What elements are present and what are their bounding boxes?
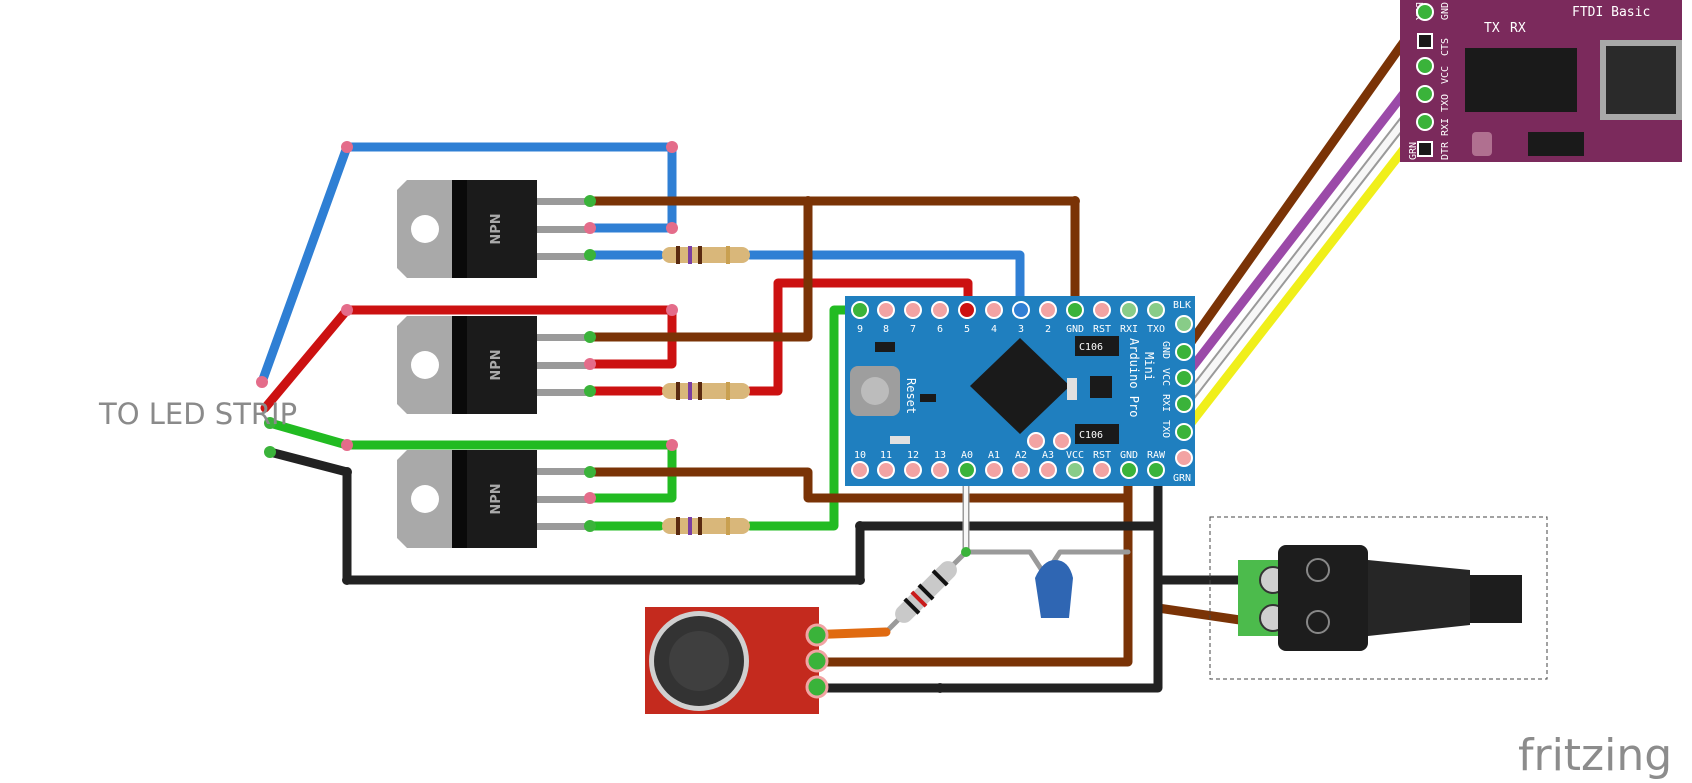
capacitor	[1035, 560, 1073, 618]
side-label-grn: GRN	[1173, 473, 1191, 484]
dc-power-jack	[1209, 516, 1548, 680]
ftdi-pin-grn: GRN	[1408, 142, 1419, 160]
ftdi-title: FTDI Basic	[1572, 5, 1650, 20]
transistor-1: NPN	[397, 180, 587, 278]
wire-brown-mid	[585, 196, 813, 342]
wire-red-pin5	[745, 278, 973, 396]
pin-label-rst2: RST	[1093, 450, 1111, 461]
pin-label-8: 8	[883, 324, 889, 335]
pin-label-3: 3	[1018, 324, 1024, 335]
pin-label-rxi: RXI	[1120, 324, 1138, 335]
wire-yellow-ftdi	[1179, 117, 1430, 437]
resistor-mic	[895, 561, 957, 623]
wire-black-raw	[800, 465, 1163, 693]
pin-label-a0: A0	[961, 450, 973, 461]
pin-label-13: 13	[934, 450, 946, 461]
pin-label-11: 11	[880, 450, 892, 461]
pin-label-vcc: VCC	[1066, 450, 1084, 461]
top-pin-labels: 9 8 7 6 5 4 3 2 GND RST RXI TXO	[857, 324, 1165, 335]
npn-label: NPN	[489, 483, 504, 514]
wire-blue-pin3b	[745, 250, 1025, 315]
pin-label-12: 12	[907, 450, 919, 461]
ftdi-pads	[1416, 3, 1434, 157]
pin-label-rst: RST	[1093, 324, 1111, 335]
fritzing-brand: fritzing	[1518, 730, 1672, 781]
pin-label-a3: A3	[1042, 450, 1054, 461]
resistor-1	[662, 246, 750, 264]
npn-label: NPN	[489, 349, 504, 380]
microphone-board	[645, 607, 829, 714]
ftdi-pin-dtr: DTR	[1440, 141, 1451, 160]
pin-label-2: 2	[1045, 324, 1051, 335]
side-label-rxi: RXI	[1160, 394, 1171, 412]
board-name-1: Arduino Pro	[1127, 338, 1141, 417]
wire-brown-ftdi	[1179, 7, 1430, 357]
arduino-pads	[851, 301, 1193, 479]
resistor-2	[662, 382, 750, 400]
transistor-3: NPN	[397, 450, 587, 548]
pin-label-a2: A2	[1015, 450, 1027, 461]
pin-label-7: 7	[910, 324, 916, 335]
junction-dots	[256, 141, 1080, 693]
pin-label-4: 4	[991, 324, 997, 335]
side-label-gnd: GND	[1160, 341, 1171, 359]
ftdi-rx-label: RX	[1510, 21, 1526, 36]
wire-purple-ftdi	[1179, 61, 1430, 383]
npn-label: NPN	[489, 213, 504, 244]
pin-label-raw: RAW	[1147, 450, 1166, 461]
ftdi-pin-cts: CTS	[1440, 38, 1451, 56]
resistor-3	[662, 517, 750, 535]
wire-brown-jack	[1153, 603, 1245, 625]
ftdi-tx-label: TX	[1484, 21, 1500, 36]
ftdi-pin-rxi: RXI	[1440, 118, 1451, 136]
cap-label-top: C106	[1079, 342, 1103, 353]
pin-label-gnd: GND	[1066, 324, 1084, 335]
pin-label-gnd2: GND	[1120, 450, 1138, 461]
pin-label-10: 10	[854, 450, 866, 461]
ftdi-pin-gnd: GND	[1440, 2, 1451, 20]
pin-label-6: 6	[937, 324, 943, 335]
bottom-pin-labels: 10 11 12 13 A0 A1 A2 A3 VCC RST GND RAW	[854, 450, 1166, 461]
wires	[257, 7, 1431, 693]
side-label-txo: TXO	[1160, 420, 1171, 438]
arduino-pro-mini: Reset C106 C106 Mini Arduino Pro 9 8 7 6…	[845, 296, 1195, 486]
board-name-2: Mini	[1142, 352, 1156, 381]
side-label-vcc: VCC	[1160, 368, 1171, 386]
led-strip-label: TO LED STRIP	[98, 397, 297, 431]
pin-label-9: 9	[857, 324, 863, 335]
ftdi-pin-vcc: VCC	[1440, 66, 1451, 84]
transistor-2: NPN	[397, 316, 587, 414]
wire-white-ftdi-inner	[1180, 90, 1429, 408]
ftdi-pin-txo: TXO	[1440, 94, 1451, 112]
cap-label-bottom: C106	[1079, 430, 1103, 441]
pin-label-txo: TXO	[1147, 324, 1165, 335]
pin-label-5: 5	[964, 324, 970, 335]
side-label-blk: BLK	[1173, 300, 1191, 311]
wire-brown-gnd-mic	[800, 465, 1133, 667]
pin-label-a1: A1	[988, 450, 1000, 461]
ftdi-basic-board: FTDI Basic TX RX BLK GND CTS VCC TXO RXI…	[1400, 0, 1682, 162]
reset-label: Reset	[904, 378, 918, 414]
